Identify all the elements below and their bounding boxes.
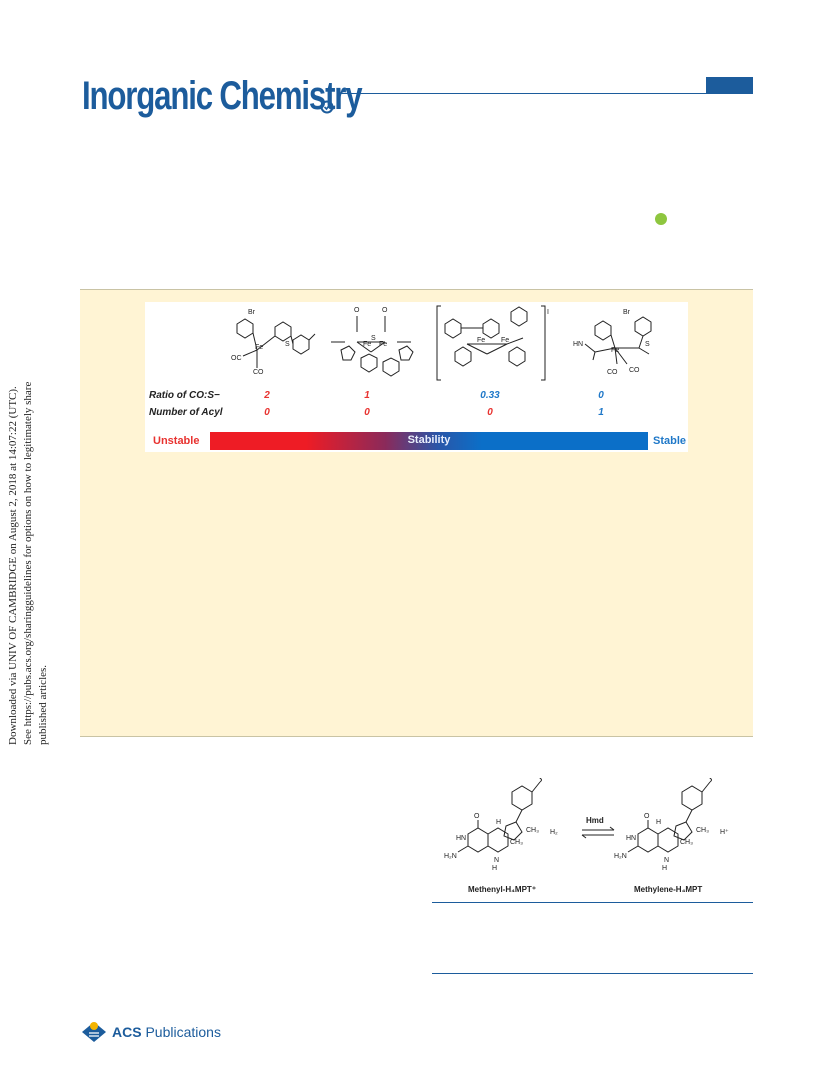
svg-text:CH₃: CH₃ [526, 827, 539, 834]
svg-text:O: O [644, 813, 650, 820]
svg-text:CO: CO [253, 369, 264, 376]
acyl-value: 0 [487, 407, 493, 418]
svg-text:Fe: Fe [255, 344, 263, 351]
acyl-value: 0 [364, 407, 370, 418]
acyl-row-label: Number of Acyl [149, 407, 223, 418]
hplus-label: H⁺ [720, 829, 729, 836]
ratio-value: 1 [364, 390, 370, 401]
svg-text:Fe: Fe [611, 347, 619, 354]
acs-logo-icon [82, 1022, 106, 1042]
ratio-value: 0.33 [480, 390, 500, 401]
methylene-label: Methylene-H₄MPT [634, 885, 702, 894]
header-tab [706, 77, 753, 93]
header-rule [340, 93, 753, 94]
svg-text:H: H [656, 819, 661, 826]
svg-text:H: H [496, 819, 501, 826]
svg-text:H₂N: H₂N [444, 853, 457, 860]
acs-wordmark: ACS [112, 1024, 142, 1040]
svg-text:CH₃: CH₃ [510, 839, 523, 846]
acyl-value: 0 [264, 407, 270, 418]
svg-text:H₂N: H₂N [614, 853, 627, 860]
svg-text:S: S [371, 335, 376, 342]
stability-bar: Stability [210, 432, 648, 450]
stable-label: Stable [653, 435, 687, 447]
download-note: Downloaded via UNIV OF CAMBRIDGE on Augu… [6, 365, 49, 745]
journal-title: Inorganic Chemistry [82, 74, 363, 118]
open-access-icon[interactable] [655, 213, 667, 225]
svg-text:H: H [492, 865, 497, 872]
svg-text:Fe: Fe [379, 341, 387, 348]
svg-text:CO: CO [629, 367, 640, 374]
svg-text:S: S [645, 341, 650, 348]
enzyme-label: Hmd [586, 816, 604, 825]
svg-text:I: I [547, 309, 549, 316]
svg-text:HN: HN [626, 835, 636, 842]
svg-text:S: S [285, 341, 290, 348]
svg-text:N: N [664, 857, 669, 864]
download-note-line-2: See https://pubs.acs.org/sharingguidelin… [22, 381, 49, 745]
unstable-label: Unstable [153, 435, 200, 447]
journal-mark-icon [320, 100, 334, 114]
svg-text:N: N [494, 857, 499, 864]
svg-text:O: O [354, 307, 360, 314]
svg-text:Fe: Fe [501, 337, 509, 344]
svg-text:Br: Br [623, 309, 631, 316]
acyl-value: 1 [598, 407, 604, 418]
svg-text:CO: CO [607, 369, 618, 376]
svg-text:Fe: Fe [363, 341, 371, 348]
stability-bar-label: Stability [407, 434, 451, 446]
svg-text:H: H [662, 865, 667, 872]
scheme-rule-top [432, 902, 753, 903]
methenyl-label: Methenyl-H₄MPT⁺ [468, 885, 536, 894]
svg-text:HN: HN [456, 835, 466, 842]
ratio-value: 2 [264, 390, 270, 401]
svg-text:Fe: Fe [477, 337, 485, 344]
scheme-rule-bottom [432, 973, 753, 974]
svg-text:Br: Br [248, 309, 256, 316]
acs-publications[interactable]: ACS Publications [112, 1024, 221, 1040]
svg-text:OC: OC [231, 355, 242, 362]
ratio-row-label: Ratio of CO:S− [149, 390, 220, 401]
h2-label: H₂ [550, 829, 558, 836]
download-note-line-1: Downloaded via UNIV OF CAMBRIDGE on Augu… [7, 386, 19, 745]
svg-text:CH₃: CH₃ [680, 839, 693, 846]
publications-wordmark: Publications [145, 1024, 221, 1040]
svg-text:O: O [474, 813, 480, 820]
svg-text:HN: HN [573, 341, 583, 348]
svg-text:O: O [382, 307, 388, 314]
ratio-value: 0 [598, 390, 604, 401]
svg-text:CH₃: CH₃ [696, 827, 709, 834]
